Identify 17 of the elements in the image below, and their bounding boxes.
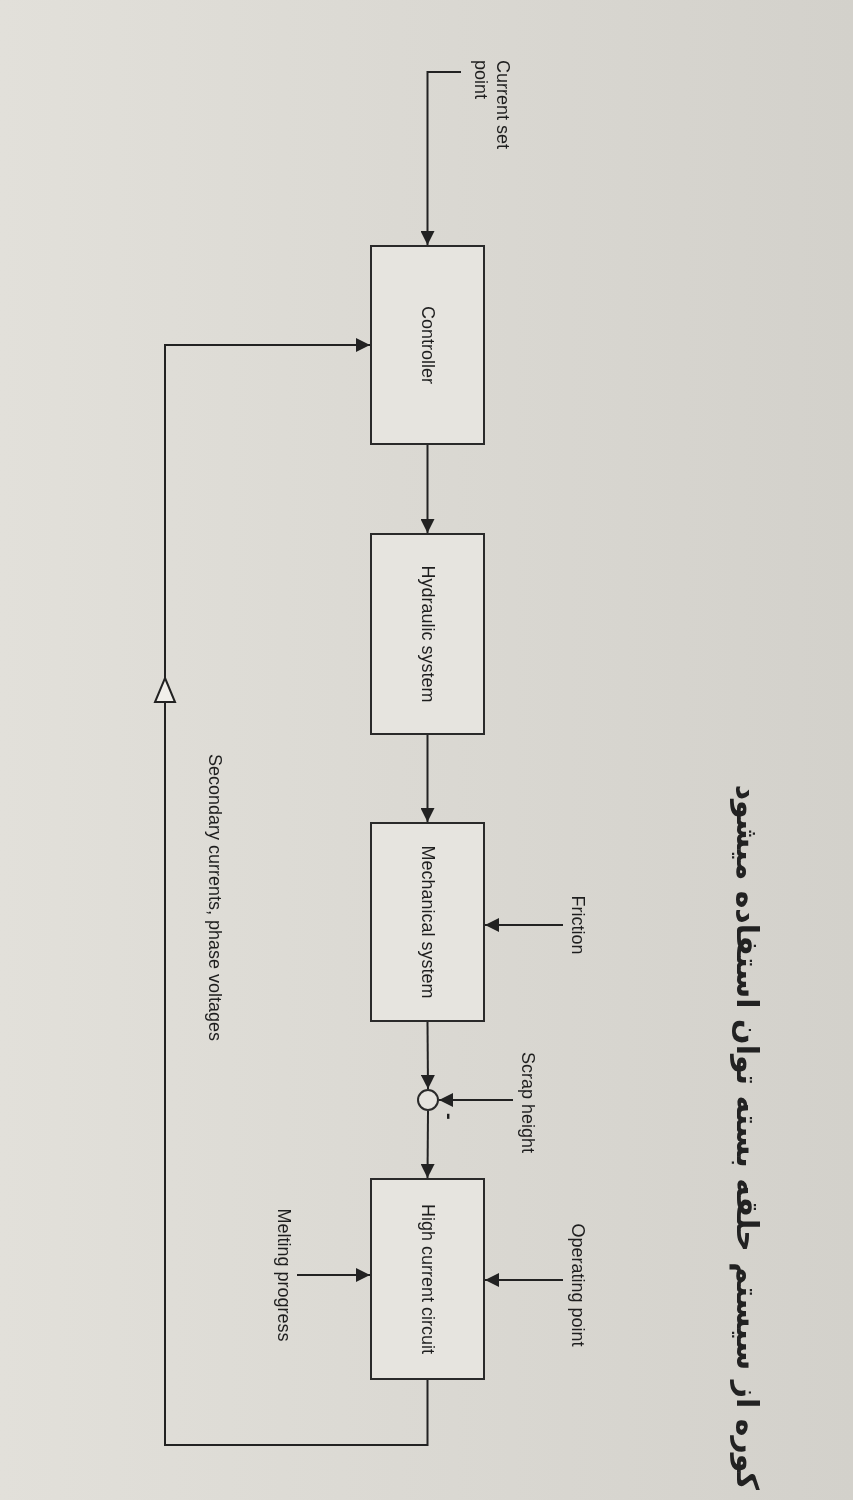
edge-label: Secondary currents, phase voltages	[204, 752, 225, 1044]
signal-label: Current set point	[470, 60, 513, 152]
summing-junction	[417, 1089, 439, 1111]
process-box	[370, 1178, 485, 1380]
block-label: Controller	[417, 306, 438, 384]
signal-label: Scrap height	[516, 1051, 538, 1154]
process-box	[370, 245, 485, 445]
sign-label: -	[438, 1113, 461, 1120]
signal-label: Operating point	[566, 1223, 588, 1347]
block-label: Hydraulic system	[417, 565, 438, 703]
process-box	[370, 822, 485, 1022]
signal-label: Melting progress	[272, 1208, 294, 1342]
process-box	[370, 533, 485, 735]
block-label: High current circuit	[417, 1203, 438, 1354]
title: کوره از سیستم حلقه بسته توان استفاده میشود	[730, 783, 765, 1490]
block-label: Mechanical system	[417, 845, 438, 999]
signal-label: Friction	[566, 895, 588, 955]
